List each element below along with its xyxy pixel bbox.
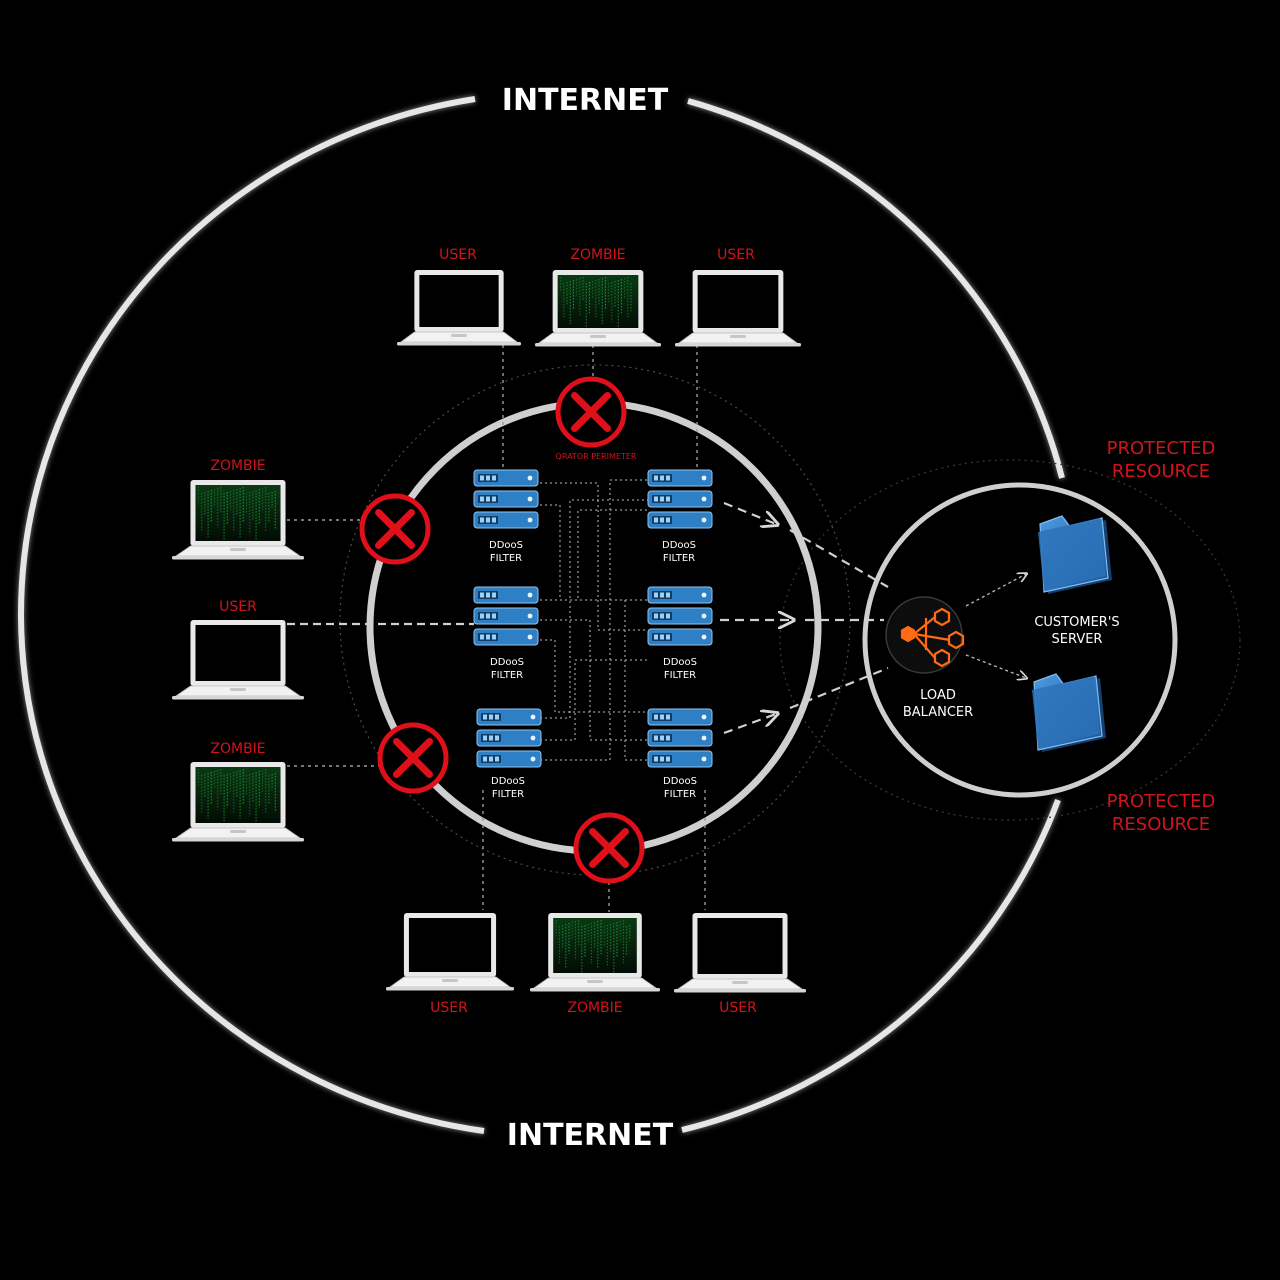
laptop-label: USER (719, 1000, 757, 1016)
server-rack-icon (647, 708, 713, 768)
laptop-top-right: USER (675, 247, 801, 347)
load-balancer-label-line1: LOAD (920, 688, 956, 703)
blocked-x-icon (359, 493, 431, 565)
load-balancer-label-line2: BALANCER (903, 705, 973, 720)
filter-to-balancer-arrows (720, 501, 889, 735)
ddos-filter-1: DDooS FILTER (473, 469, 539, 564)
laptop-icon (172, 480, 304, 560)
filter-interconnects (540, 479, 648, 761)
laptop-icon (386, 913, 514, 991)
laptop-icon (674, 913, 806, 993)
zombie-code-rain (197, 487, 276, 541)
laptop-icon (172, 762, 304, 842)
filter-label-line1: DDooS (491, 776, 525, 787)
filter-label-line1: DDooS (489, 540, 523, 551)
laptop-label: USER (430, 1000, 468, 1016)
laptop-left-bottom: ZOMBIE (172, 741, 304, 842)
filter-label-line1: DDooS (663, 776, 697, 787)
ddos-filter-5: DDooS FILTER (476, 708, 542, 800)
server-rack-icon (476, 708, 542, 768)
laptop-icon (397, 270, 521, 346)
laptop-left-top: ZOMBIE (172, 458, 304, 560)
blocked-x-icon (555, 376, 627, 448)
server-rack-icon (647, 586, 713, 646)
filter-label-line2: FILTER (663, 553, 695, 564)
ddos-filter-3: DDooS FILTER (473, 586, 539, 681)
laptop-icon (172, 620, 304, 700)
server-rack-icon (647, 469, 713, 529)
laptop-icon (675, 270, 801, 347)
laptop-top-center: ZOMBIE (535, 247, 661, 347)
laptop-label: ZOMBIE (567, 1000, 622, 1016)
filter-label-line2: FILTER (664, 789, 696, 800)
filter-label-line2: FILTER (664, 670, 696, 681)
laptop-label: USER (717, 247, 755, 263)
folder-icon (1032, 673, 1106, 752)
laptop-bottom-left: USER (386, 913, 514, 1016)
filter-label-line1: DDooS (490, 657, 524, 668)
protected-dotted-ring (779, 459, 1241, 821)
laptop-label: ZOMBIE (570, 247, 625, 263)
traffic-lines (287, 345, 706, 912)
qrator-perimeter-label: QRATOR PERIMETER (556, 452, 637, 461)
laptop-label: ZOMBIE (210, 458, 265, 474)
blocked-markers (359, 376, 645, 884)
internet-label-top: INTERNET (502, 83, 669, 118)
protected-resource-top-line1: PROTECTED (1107, 438, 1216, 459)
ddos-filter-2: DDooS FILTER (647, 469, 713, 564)
filter-label-line1: DDooS (663, 657, 697, 668)
protected-resource-top-line2: RESOURCE (1112, 461, 1210, 482)
hexagon-network-icon (900, 607, 965, 668)
server-rack-icon (473, 586, 539, 646)
laptop-left-middle: USER (172, 599, 304, 700)
ddos-filters: DDooS FILTER DDooS FILTER DDooS FILTER DDooS FI… (473, 469, 713, 800)
zombie-code-rain (555, 920, 631, 973)
laptop-top-left: USER (397, 247, 521, 346)
internet-label-bottom: INTERNET (507, 1118, 674, 1153)
balancer-to-server-arrows (965, 574, 1026, 678)
laptop-icon (530, 913, 660, 992)
load-balancer: LOAD BALANCER (885, 596, 973, 720)
laptops: USER ZOMBIE USER ZOMBIE USER ZOMBIE USER ZOMBIE… (172, 247, 806, 1016)
zombie-code-rain (197, 769, 276, 823)
laptop-bottom-right: USER (674, 913, 806, 1016)
laptop-icon (535, 270, 661, 347)
ddos-filter-6: DDooS FILTER (647, 708, 713, 800)
blocked-x-icon (573, 812, 645, 884)
blocked-x-icon (377, 722, 449, 794)
server-rack-icon (473, 469, 539, 529)
laptop-label: USER (219, 599, 257, 615)
filter-label-line2: FILTER (492, 789, 524, 800)
laptop-label: ZOMBIE (210, 741, 265, 757)
ddos-filter-4: DDooS FILTER (647, 586, 713, 681)
internet-ring (18, 96, 1065, 1134)
filter-label-line2: FILTER (491, 670, 523, 681)
folder-icon (1038, 515, 1112, 594)
laptop-label: USER (439, 247, 477, 263)
laptop-bottom-center: ZOMBIE (530, 913, 660, 1016)
protected-resource-bottom-line2: RESOURCE (1112, 814, 1210, 835)
protected-resource-bottom-line1: PROTECTED (1107, 791, 1216, 812)
zombie-code-rain (560, 277, 632, 328)
filter-label-line2: FILTER (490, 553, 522, 564)
customer-server-label-line1: CUSTOMER'S (1034, 615, 1119, 630)
customer-server-label-line2: SERVER (1052, 632, 1103, 647)
filter-label-line1: DDooS (662, 540, 696, 551)
